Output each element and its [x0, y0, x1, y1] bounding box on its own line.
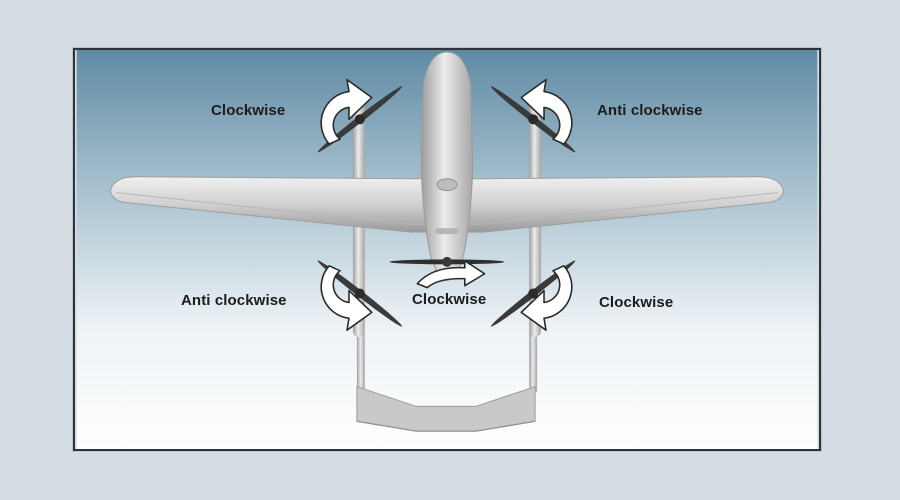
pusher-rotation-label: Clockwise	[412, 291, 487, 308]
front-left-rotation-label: Clockwise	[211, 102, 286, 119]
clockwise-arrow-icon	[416, 260, 486, 289]
diagram-frame: Clockwise Anti clockwise Anti clockwise …	[73, 48, 821, 451]
vtol-drone-diagram	[76, 50, 818, 449]
rear-left-rotation-label: Anti clockwise	[181, 292, 287, 309]
clockwise-arrow-icon	[320, 78, 373, 145]
anticlockwise-arrow-icon	[520, 78, 573, 145]
fuselage	[420, 51, 474, 281]
tail-assembly	[356, 332, 538, 432]
pusher-propeller-icon	[389, 256, 505, 267]
front-right-propeller-icon	[490, 86, 576, 153]
anticlockwise-arrow-icon	[320, 265, 373, 331]
front-right-rotation-label: Anti clockwise	[597, 102, 703, 119]
rear-left-propeller-icon	[317, 260, 403, 327]
rear-right-propeller-icon	[490, 260, 576, 327]
clockwise-arrow-icon	[520, 265, 573, 331]
front-left-propeller-icon	[317, 86, 403, 153]
rear-right-rotation-label: Clockwise	[599, 294, 674, 311]
